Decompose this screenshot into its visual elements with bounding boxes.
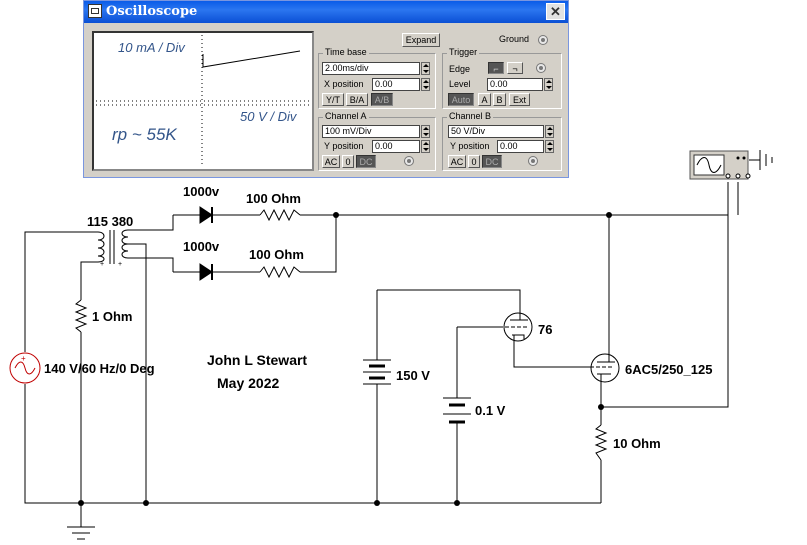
channel-a-zero-button[interactable]: 0 <box>342 155 354 168</box>
scope-screen: 10 mA / Div 50 V / Div rp ~ 55K <box>92 31 314 171</box>
channel-b-ypos-input[interactable]: 0.00 <box>497 140 544 153</box>
timebase-spinner[interactable] <box>421 62 430 75</box>
channel-b-title: Channel B <box>447 111 494 121</box>
svg-text:+: + <box>100 261 104 268</box>
r-cathode-label: 10 Ohm <box>613 436 661 451</box>
resistor-cathode <box>594 424 608 461</box>
level-spinner[interactable] <box>544 78 553 91</box>
ac-source: + <box>9 352 41 384</box>
title-bar[interactable]: Oscilloscope ✕ <box>84 1 568 23</box>
diode-1 <box>199 206 213 224</box>
channel-b-scale-spinner[interactable] <box>545 125 554 138</box>
tube-6ac5-label: 6AC5/250_125 <box>625 362 712 377</box>
channel-b-zero-button[interactable]: 0 <box>468 155 480 168</box>
date-label: May 2022 <box>217 375 279 391</box>
tube-76-label: 76 <box>538 322 552 337</box>
channel-a-ypos-spinner[interactable] <box>421 140 430 153</box>
mode-yt-button[interactable]: Y/T <box>322 93 344 106</box>
window-title: Oscilloscope <box>106 4 198 19</box>
channel-b-scale-input[interactable]: 50 V/Div <box>448 125 544 138</box>
channel-b-terminal[interactable] <box>528 156 538 166</box>
xpos-label: X position <box>324 79 364 89</box>
channel-a-scale-spinner[interactable] <box>421 125 430 138</box>
xpos-spinner[interactable] <box>421 78 430 91</box>
resistor-1 <box>259 208 301 222</box>
ground-scope <box>759 150 773 170</box>
trace-line <box>202 50 301 68</box>
edge-rising-button[interactable]: ⌐ <box>488 62 504 74</box>
svg-text:+: + <box>118 261 122 268</box>
mode-ab-button[interactable]: A/B <box>371 93 393 106</box>
diode-2 <box>199 263 213 281</box>
channel-b-group: Channel B <box>442 111 562 171</box>
tube-6ac5 <box>590 353 620 383</box>
channel-a-title: Channel A <box>323 111 369 121</box>
oscilloscope-window[interactable]: Oscilloscope ✕ 10 mA / Div 50 V / Div rp… <box>83 0 569 178</box>
resistor-2 <box>259 265 301 279</box>
source-label: 140 V/60 Hz/0 Deg <box>44 361 155 376</box>
channel-b-dc-button[interactable]: DC <box>482 155 502 168</box>
channel-a-ac-button[interactable]: AC <box>322 155 340 168</box>
channel-a-ypos-input[interactable]: 0.00 <box>372 140 420 153</box>
diode-1-label: 1000v <box>183 184 220 199</box>
trigger-b-button[interactable]: B <box>493 93 506 106</box>
expand-button[interactable]: Expand <box>402 33 440 47</box>
r-sense-label: 1 Ohm <box>92 309 132 324</box>
oscilloscope-window-icon <box>88 4 102 18</box>
battery-150v-label: 150 V <box>396 368 430 383</box>
edge-falling-button[interactable]: ¬ <box>507 62 523 74</box>
timebase-title: Time base <box>323 47 369 57</box>
current-scale-label: 10 mA / Div <box>118 40 185 55</box>
channel-a-group: Channel A <box>318 111 436 171</box>
level-label: Level <box>449 79 471 89</box>
svg-text:+: + <box>21 354 26 363</box>
channel-a-scale-input[interactable]: 100 mV/Div <box>322 125 420 138</box>
timebase-group: Time base <box>318 47 436 109</box>
trigger-ext-button[interactable]: Ext <box>509 93 530 106</box>
level-input[interactable]: 0.00 <box>487 78 543 91</box>
mode-ba-button[interactable]: B/A <box>346 93 368 106</box>
tube-76 <box>503 310 533 342</box>
channel-b-ypos-label: Y position <box>450 141 490 151</box>
xpos-input[interactable]: 0.00 <box>372 78 420 91</box>
rp-note: rp ~ 55K <box>112 125 177 144</box>
channel-b-ypos-spinner[interactable] <box>545 140 554 153</box>
timebase-input[interactable]: 2.00ms/div <box>322 62 420 75</box>
diode-2-label: 1000v <box>183 239 220 254</box>
channel-a-ypos-label: Y position <box>324 141 364 151</box>
channel-a-terminal[interactable] <box>404 156 414 166</box>
transformer-label: 115 380 <box>87 214 133 229</box>
ground-label: Ground <box>499 34 530 44</box>
battery-0.1v <box>443 397 471 424</box>
ground-main <box>67 526 95 540</box>
oscilloscope-icon <box>689 150 751 180</box>
resistor-sense <box>74 299 88 333</box>
battery-0.1v-label: 0.1 V <box>475 403 506 418</box>
edge-label: Edge <box>449 64 471 74</box>
channel-a-dc-button[interactable]: DC <box>356 155 376 168</box>
resistor-2-label: 100 Ohm <box>249 247 304 262</box>
transformer: + + <box>97 229 129 268</box>
trigger-title: Trigger <box>447 47 480 57</box>
trigger-group: Trigger <box>442 47 562 109</box>
channel-b-ac-button[interactable]: AC <box>448 155 466 168</box>
author-label: John L Stewart <box>207 352 307 368</box>
trigger-ext-terminal[interactable] <box>536 63 546 73</box>
resistor-1-label: 100 Ohm <box>246 191 301 206</box>
battery-150v <box>363 359 391 385</box>
close-button[interactable]: ✕ <box>546 3 565 20</box>
ground-terminal[interactable] <box>538 35 548 45</box>
trigger-a-button[interactable]: A <box>478 93 491 106</box>
trigger-auto-button[interactable]: Auto <box>448 93 474 106</box>
voltage-scale-label: 50 V / Div <box>240 109 297 124</box>
